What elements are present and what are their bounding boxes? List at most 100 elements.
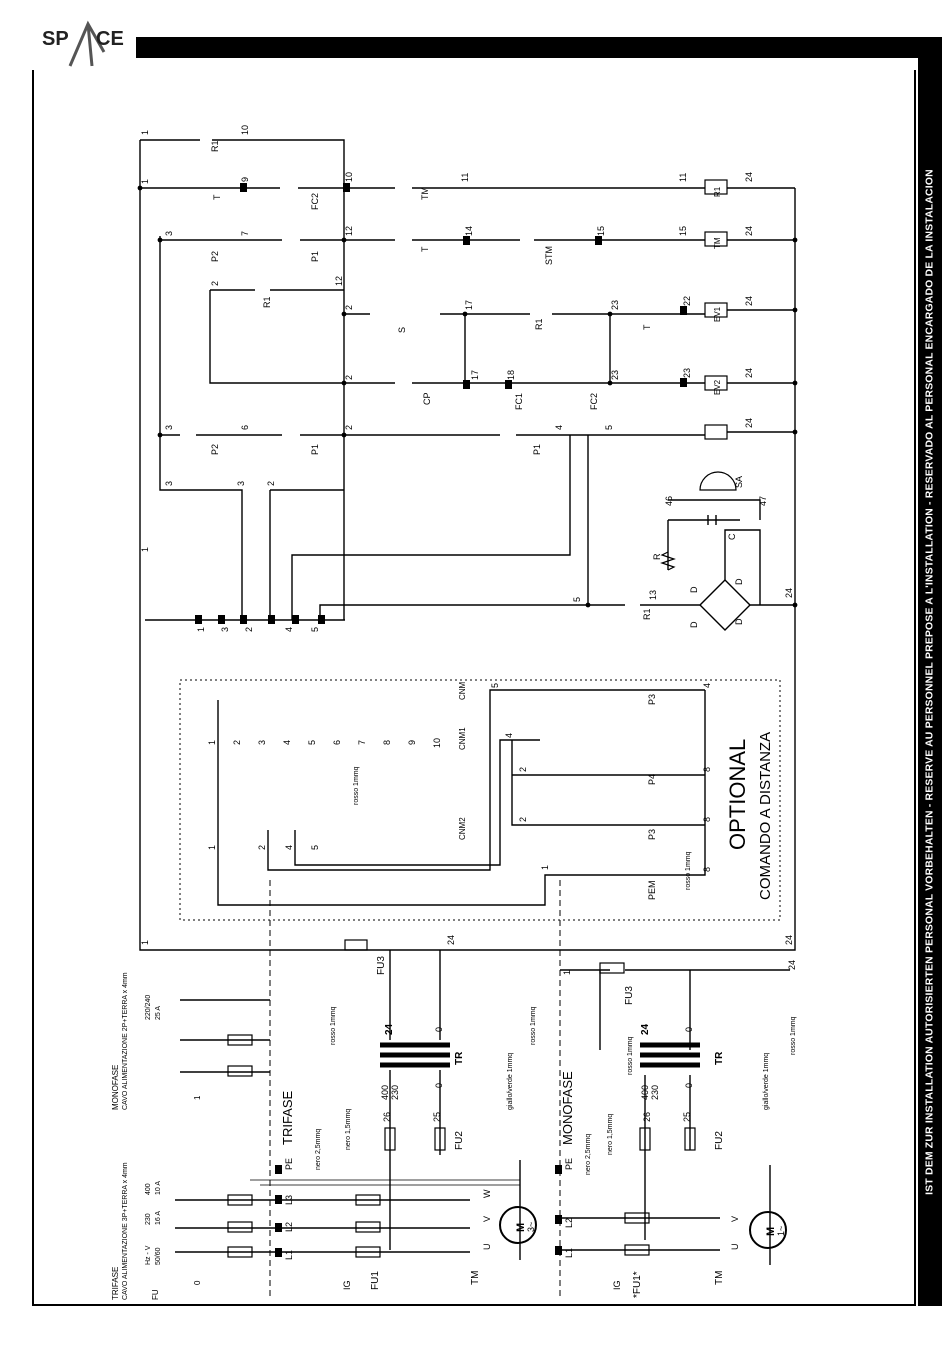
terminal-n10-b: 10 [344, 172, 354, 182]
monofase-section-title: MONOFASE [560, 1071, 575, 1145]
terminal-n5-a: 5 [604, 425, 614, 430]
terminal-n24-6: 24 [784, 588, 794, 598]
tr-0-trifase-bottom: 0 [434, 1083, 444, 1088]
terminal-n1-d: 1 [140, 940, 150, 945]
wire-nero25-monofase: nero 2,5mmq [585, 1134, 592, 1175]
l2-label-trifase: L2 [284, 1222, 294, 1232]
tr-24-trifase: 24 [384, 1023, 395, 1035]
stm-label: STM [544, 246, 554, 265]
terminal-n2-a: 2 [210, 281, 220, 286]
optional-n5-b: 5 [307, 740, 317, 745]
wire-rosso-optional-2: rosso 1mmq [685, 851, 692, 890]
fu1-mono-label: *FU1* [632, 1271, 643, 1298]
v220240-label: 220/240 [145, 995, 152, 1020]
v230-label: 230 [145, 1213, 152, 1225]
tr-label-monofase: TR [714, 1051, 725, 1065]
terminal-n3-b: 3 [164, 425, 174, 430]
wire-26-monofase: 26 [642, 1112, 652, 1122]
optional-n4-b: 4 [702, 683, 712, 688]
wire-giallo-monofase: giallo/verde 1mmq [763, 1053, 770, 1110]
r1-coil-label: R1 [713, 186, 722, 197]
d-label-1: D [689, 586, 699, 593]
tm-label-trifase: TM [470, 1271, 481, 1285]
terminal-n2-e: 2 [266, 481, 276, 486]
terminal-n24-9: 24 [787, 960, 797, 970]
wires [139, 139, 796, 1300]
terminal-n2-d: 2 [344, 425, 354, 430]
optional-n1-c: 1 [540, 865, 550, 870]
wire-25-trifase: 25 [432, 1112, 442, 1122]
wire-rosso-2: rosso 1mmq [530, 1006, 537, 1045]
terminal-n17-b: 17 [470, 370, 480, 380]
terminal-n13: 13 [648, 590, 658, 600]
p3-label-top: P3 [647, 694, 657, 705]
optional-n1-a: 1 [207, 740, 217, 745]
sa-label: SA [734, 476, 744, 488]
tm-coil-label: TM [713, 237, 722, 249]
terminal-n3-d: 3 [236, 481, 246, 486]
switch-zero-label: 0 [193, 1280, 202, 1285]
r1-label-1: R1 [210, 140, 220, 152]
terminal-block-n5: 5 [310, 627, 320, 632]
tr-0-monofase-top: 0 [684, 1027, 694, 1032]
optional-n10: 10 [432, 738, 442, 748]
logo-text-left: SP [42, 28, 69, 50]
optional-title: OPTIONAL [725, 739, 750, 850]
cnm1-label: CNM1 [458, 727, 467, 750]
t-label-1: T [212, 194, 222, 200]
tr-400-monofase: 400 [640, 1085, 650, 1100]
tm-label-monofase: TM [714, 1271, 725, 1285]
pem-label: PEM [647, 880, 657, 900]
terminal-n23-a: 23 [610, 300, 620, 310]
terminal-n24-1: 24 [744, 172, 754, 182]
ig-label-monofase: IG [612, 1280, 622, 1290]
optional-n5-c: 5 [310, 845, 320, 850]
cp-label: CP [422, 392, 432, 405]
r-label: R [652, 553, 662, 560]
terminal-n12-b: 12 [334, 276, 344, 286]
monofase-supply-cable: CAVO ALIMENTAZIONE 2P+TERRA x 4mm [122, 972, 129, 1110]
terminal-n1-e: 1 [562, 970, 572, 975]
wire-nero25-trifase: nero 2,5mmq [315, 1129, 322, 1170]
terminal-n9: 9 [240, 177, 250, 182]
optional-n7: 7 [357, 740, 367, 745]
optional-n2-b: 2 [518, 817, 528, 822]
terminal-n47: 47 [758, 496, 768, 506]
terminal-n3-c: 3 [164, 481, 174, 486]
fc1-label: FC1 [514, 393, 524, 410]
p1-label-1: P1 [310, 251, 320, 262]
a10-label: 10 A [155, 1181, 162, 1195]
ig-label-trifase: IG [342, 1280, 352, 1290]
terminal-n17-a: 17 [464, 300, 474, 310]
terminal-n24-5: 24 [744, 418, 754, 428]
fc2-label-1: FC2 [310, 193, 320, 210]
optional-n4-a: 4 [504, 733, 514, 738]
optional-n9: 9 [407, 740, 417, 745]
terminal-n12-a: 12 [344, 226, 354, 236]
terminal-n24-7: 24 [784, 935, 794, 945]
side-strip [918, 58, 942, 1306]
motor-u-label-mono: U [730, 1244, 740, 1251]
cnm-label: CNM [458, 681, 467, 700]
motor-3-label: 3~ [526, 1222, 536, 1232]
terminal-block-n1: 1 [196, 627, 206, 632]
monofase-supply-title: MONOFASE [111, 1065, 120, 1110]
terminal-n24-8: 24 [446, 935, 456, 945]
terminal-n4-a: 4 [554, 425, 564, 430]
switch-one-label: 1 [193, 1095, 202, 1100]
p1-label-2: P1 [310, 444, 320, 455]
tr-230-monofase: 230 [650, 1085, 660, 1100]
d-label-2: D [734, 578, 744, 585]
trifase-supply-cable: CAVO ALIMENTAZIONE 3P+TERRA x 4mm [122, 1162, 129, 1300]
pe-label-monofase: PE [564, 1158, 574, 1170]
fu2-label-trifase: FU2 [454, 1131, 465, 1150]
terminal-n3-a: 3 [164, 231, 174, 236]
terminal-n23-b: 23 [610, 370, 620, 380]
terminal-blocks [137, 183, 798, 1257]
hz-v-label: Hz - V [145, 1245, 152, 1265]
trifase-section-title: TRIFASE [280, 1090, 295, 1145]
optional-n8-a: 8 [702, 767, 712, 772]
page-frame [32, 70, 916, 1306]
tr-230-trifase: 230 [390, 1085, 400, 1100]
tr-0-monofase-bottom: 0 [684, 1083, 694, 1088]
